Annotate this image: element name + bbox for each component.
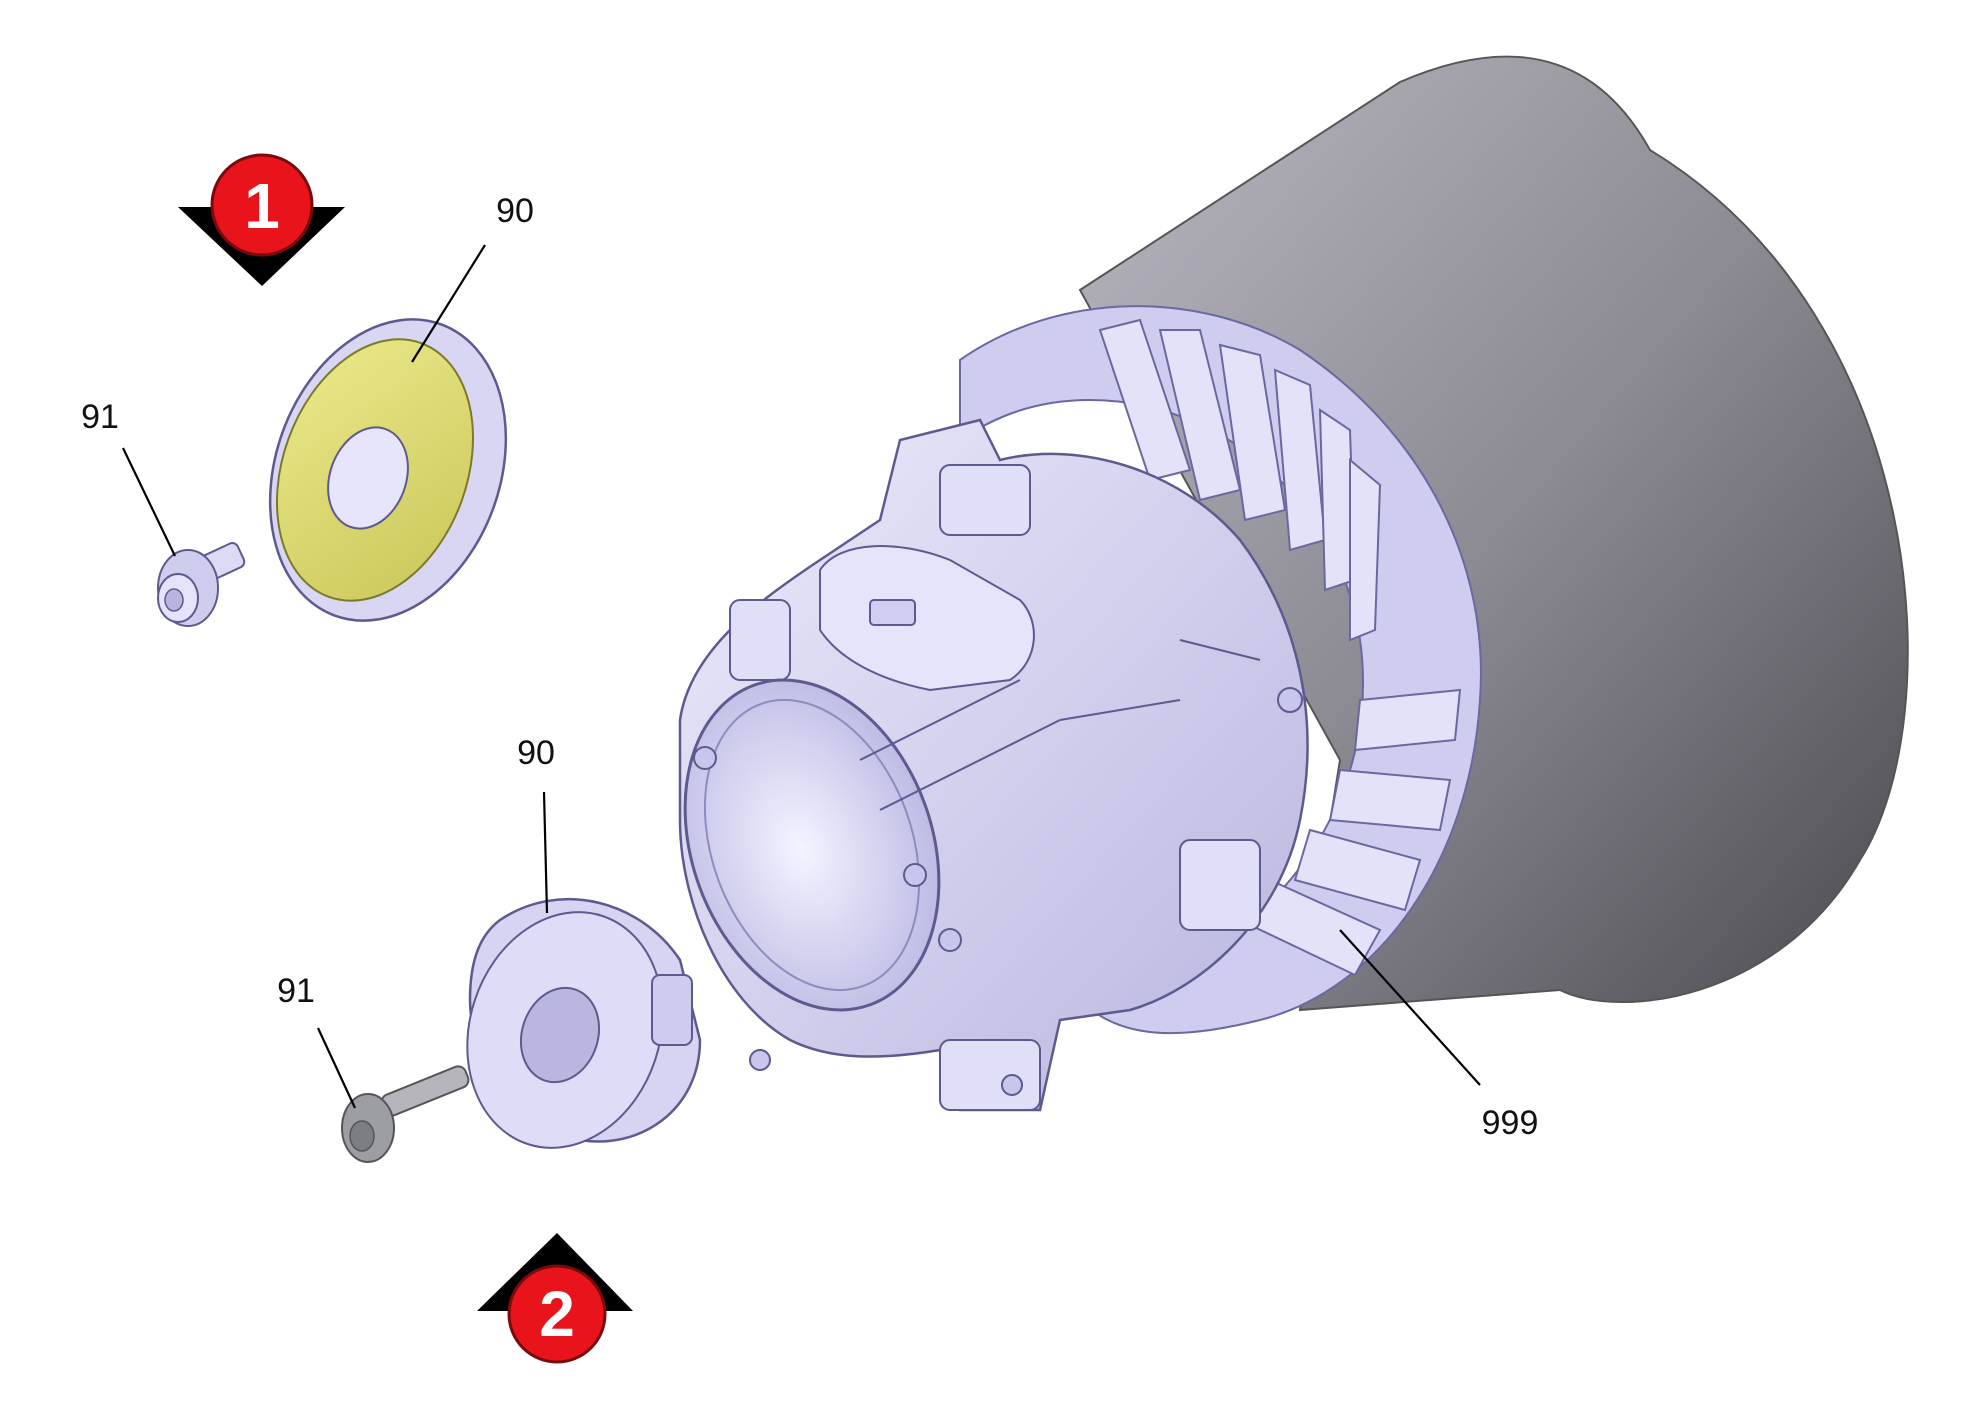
motor-holes [693, 687, 1303, 1096]
callout-bottom-washer: 90 [517, 734, 555, 772]
bottom-screw [341, 1065, 470, 1163]
motor-lug-right [1179, 839, 1261, 931]
callout-bottom-screw: 91 [277, 972, 315, 1010]
leader-motor [1339, 929, 1481, 1086]
motor-bore [683, 678, 941, 1012]
motor-assembly [678, 55, 1909, 1112]
bottom-washer-tab [651, 974, 693, 1046]
callout-top-washer: 90 [496, 192, 534, 230]
marker-1: 1 [178, 153, 345, 286]
marker-1-circle [210, 153, 314, 257]
marker-2: 2 [477, 1233, 633, 1364]
bottom-washer-hole [519, 986, 601, 1084]
marker-2-circle [507, 1264, 607, 1364]
motor-can [1078, 55, 1909, 1012]
motor-lug-bottom [939, 1039, 1041, 1111]
leader-lines [122, 244, 1481, 1109]
callout-top-screw: 91 [81, 398, 119, 436]
callout-motor: 999 [1482, 1104, 1539, 1142]
motor-lug-top [939, 464, 1031, 536]
motor-lug-left [729, 599, 791, 681]
top-washer [268, 318, 508, 622]
leader-bottom-washer [542, 791, 549, 914]
marker-2-label: 2 [539, 1278, 575, 1350]
leader-top-washer [411, 244, 486, 363]
top-screw [157, 542, 246, 627]
motor-connector-tab [869, 599, 916, 626]
top-washer-hole [327, 426, 409, 530]
motor-connector [819, 545, 1035, 692]
motor-fins [1098, 318, 1462, 977]
leader-top-screw [122, 447, 176, 557]
bottom-washer [466, 898, 702, 1149]
marker-1-label: 1 [244, 170, 280, 242]
motor-bore-inner [703, 698, 921, 992]
motor-housing-ribs [859, 639, 1261, 811]
leader-bottom-screw [317, 1027, 356, 1109]
